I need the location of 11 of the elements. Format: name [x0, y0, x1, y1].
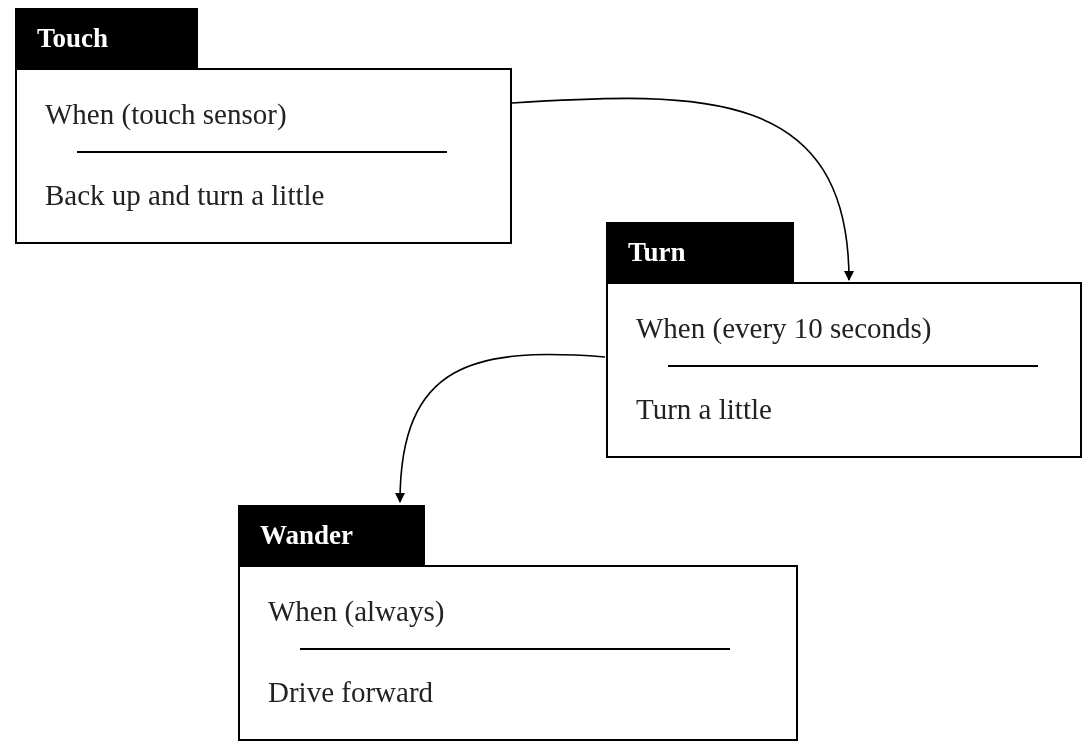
title-tab: Touch	[15, 8, 198, 68]
action-text: Back up and turn a little	[45, 179, 326, 212]
action-text: Turn a little	[636, 393, 773, 426]
curved-arrow	[395, 353, 606, 503]
title-tab: Wander	[238, 505, 425, 565]
condition-text: When (every 10 seconds)	[636, 312, 933, 345]
action-text: Drive forward	[268, 676, 435, 709]
title-tab: Turn	[606, 222, 794, 282]
condition-text: When (touch sensor)	[45, 98, 288, 131]
curved-arrow	[511, 97, 854, 281]
condition-text: When (always)	[268, 595, 446, 628]
